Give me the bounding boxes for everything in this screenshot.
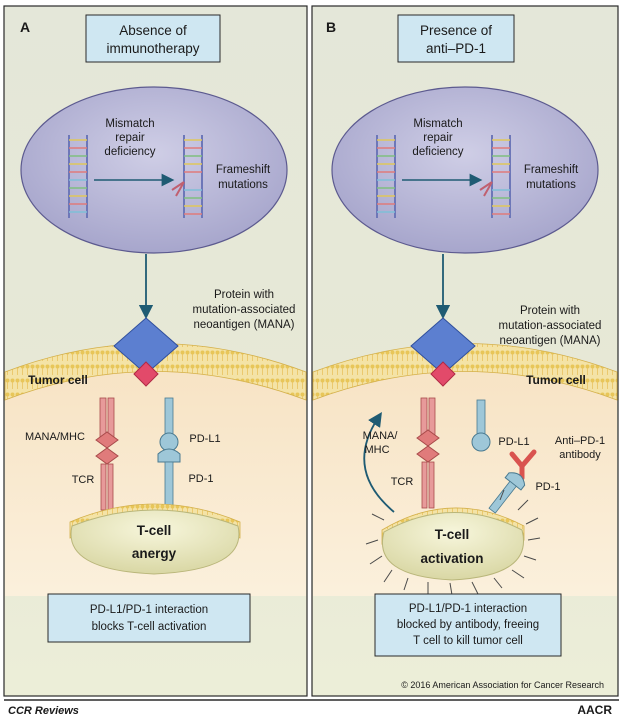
activation-arrow [363,411,395,513]
aacr-logo: AACR [577,703,612,717]
protein-label-line2: mutation-associated [499,320,602,332]
protein-label-line1: Protein with [520,305,580,317]
panel-b-title-line1: Presence of [420,23,492,38]
tumor-membrane [4,343,307,401]
panel-b-title-line2: anti–PD-1 [426,41,486,56]
panel-a-caption-line2: blocks T-cell activation [92,621,207,633]
panel-b-caption-line2: blocked by antibody, freeing [397,619,539,631]
protein-label-line1: Protein with [214,289,274,301]
mismatch-label-line1: Mismatch [413,118,462,130]
panel-a-letter: A [20,19,30,35]
panel-a-title-line1: Absence of [119,23,187,38]
mismatch-label-line3: deficiency [104,146,155,158]
frameshift-label-line1: Frameshift [216,164,271,176]
panel-a-title-line2: immunotherapy [106,41,199,56]
tcr-label: TCR [391,476,414,488]
mismatch-label-line2: repair [423,132,453,144]
pdl1-label: PD-L1 [189,433,220,445]
pdl1-ligand [471,399,491,452]
panel-b-caption-line1: PD-L1/PD-1 interaction [409,603,527,615]
antibody-label-line1: Anti–PD-1 [555,435,605,447]
pdl1-label: PD-L1 [498,436,529,448]
frameshift-label-line1: Frameshift [524,164,579,176]
dna-strand-left [376,135,396,218]
antibody-label-line2: antibody [559,449,601,461]
pd1-label: PD-1 [188,473,213,485]
tcr-label: TCR [72,474,95,486]
tcell-label-line1: T-cell [137,523,172,538]
pd1-label: PD-1 [535,481,560,493]
tcell-label-line1: T-cell [435,527,470,542]
tumor-cell-label: Tumor cell [526,373,586,387]
tcell-label-line2: anergy [132,546,177,561]
mana-mhc-label-line1: MANA/ [363,430,399,442]
dna-strand-right [171,135,203,218]
mana-mhc-label-line2: MHC [364,444,389,456]
tcell-label-line2: activation [420,551,483,566]
mhc-receptor [416,397,440,509]
copyright-notice: © 2016 American Association for Cancer R… [401,680,604,690]
anti-pd1-antibody [509,449,537,481]
dna-strand-right [479,135,511,218]
mana-protein [410,317,476,387]
protein-label-line3: neoantigen (MANA) [500,335,601,347]
tumor-cell-label: Tumor cell [28,373,88,387]
panel-b-caption-line3: T cell to kill tumor cell [413,635,523,647]
panel-b-letter: B [326,19,336,35]
t-cell-activated [365,489,541,596]
protein-label-line3: neoantigen (MANA) [194,319,295,331]
t-cell-anergic [69,503,241,575]
dna-strand-left [68,135,88,218]
mismatch-label-line1: Mismatch [105,118,154,130]
panel-b: B Presence of anti–PD-1 Mismatch repair [311,5,619,697]
mismatch-label-line3: deficiency [412,146,463,158]
footer-journal-name: CCR Reviews [8,705,79,717]
mana-mhc-label: MANA/MHC [25,431,85,443]
mismatch-label-line2: repair [115,132,145,144]
mhc-receptor [95,397,119,511]
footer-bar: CCR Reviews AACR [4,699,619,717]
mana-protein [113,317,179,387]
pd1-receptor [488,472,526,514]
frameshift-label-line2: mutations [526,179,576,191]
panel-a: A Absence of immunotherapy Mismatch re [3,5,308,697]
nucleus [331,86,599,254]
protein-label-line2: mutation-associated [193,304,296,316]
frameshift-label-line2: mutations [218,179,268,191]
panel-a-caption-line1: PD-L1/PD-1 interaction [90,604,208,616]
